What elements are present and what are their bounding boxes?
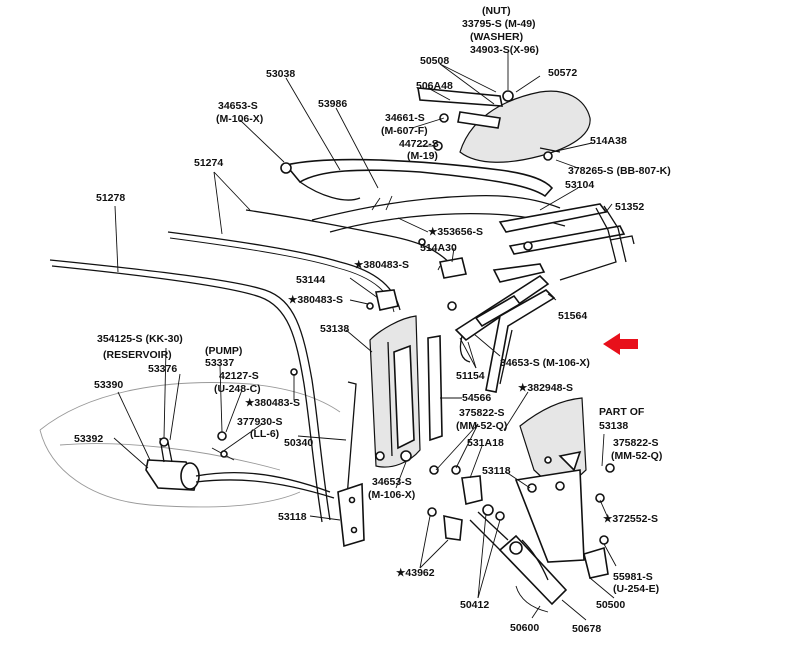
label-380483-b: ★380483-S <box>288 294 343 306</box>
side-bracket-right <box>461 397 587 563</box>
label-531A18: 531A18 <box>467 437 504 449</box>
bracket-53118-left <box>337 482 365 548</box>
label-353656: ★353656-S <box>428 226 483 238</box>
label-506A48: 506A48 <box>416 80 453 92</box>
label-washer-header: (WASHER) <box>470 31 523 43</box>
label-382948: ★382948-S <box>518 382 573 394</box>
label-51564: 51564 <box>558 310 587 322</box>
strip-54566 <box>427 335 443 442</box>
label-53138-b: 53138 <box>599 420 628 432</box>
part-labels: (NUT) 33795-S (M-49) (WASHER) 34903-S(X-… <box>74 5 671 635</box>
label-380483-a: ★380483-S <box>354 259 409 271</box>
label-part-of: PART OF <box>599 406 645 418</box>
label-377930: 377930-S <box>237 416 283 428</box>
label-m106x-top: (M-106-X) <box>216 113 263 125</box>
label-380483-c: ★380483-S <box>245 397 300 409</box>
label-51274: 51274 <box>194 157 223 169</box>
label-51278: 51278 <box>96 192 125 204</box>
label-50500: 50500 <box>596 599 625 611</box>
retainer-53144 <box>366 289 399 311</box>
label-514A30: 514A30 <box>420 242 457 254</box>
label-53986: 53986 <box>318 98 347 110</box>
label-34661: 34661-S <box>385 112 425 124</box>
cylinder-50500 <box>469 511 568 613</box>
label-50600: 50600 <box>510 622 539 634</box>
side-rail-51278 <box>49 259 331 523</box>
label-372552: ★372552-S <box>603 513 658 525</box>
label-34653-mid: 34653-S (M-106-X) <box>500 357 590 369</box>
fasteners <box>220 162 615 579</box>
label-354125: 354125-S (KK-30) <box>97 333 183 345</box>
label-50412: 50412 <box>460 599 489 611</box>
label-54566: 54566 <box>462 392 491 404</box>
label-50678: 50678 <box>572 623 601 635</box>
label-53392: 53392 <box>74 433 103 445</box>
label-reservoir: (RESERVOIR) <box>103 349 172 361</box>
label-pump: (PUMP) <box>205 345 242 357</box>
latch-assembly <box>417 87 591 163</box>
label-mm52q-a: (MM-52-Q) <box>456 420 507 432</box>
label-43962: ★43962 <box>396 567 435 579</box>
hinge-mechanism <box>447 263 550 363</box>
label-ll6: (LL-6) <box>250 428 279 440</box>
label-m607f: (M-607-F) <box>381 125 428 137</box>
label-44722: 44722-S <box>399 138 439 150</box>
label-53118-r: 53118 <box>482 465 511 477</box>
label-m106x-low: (M-106-X) <box>368 489 415 501</box>
label-378265: 378265-S (BB-807-K) <box>568 165 671 177</box>
label-53376: 53376 <box>148 363 177 375</box>
leader-lines <box>113 52 617 621</box>
label-mm52q-b: (MM-52-Q) <box>611 450 662 462</box>
label-53144: 53144 <box>296 274 325 286</box>
label-nut-header: (NUT) <box>482 5 511 17</box>
label-375822-a: 375822-S <box>459 407 505 419</box>
label-50572: 50572 <box>548 67 577 79</box>
label-51352: 51352 <box>615 201 644 213</box>
label-51154: 51154 <box>456 370 485 382</box>
label-53038: 53038 <box>266 68 295 80</box>
label-53337: 53337 <box>205 357 234 369</box>
label-514A38: 514A38 <box>590 135 627 147</box>
red-arrow-indicator <box>603 333 638 355</box>
hydraulic-pump-assembly <box>145 431 335 499</box>
label-34653-top: 34653-S <box>218 100 258 112</box>
label-55981: 55981-S <box>613 571 653 583</box>
top-linkage-53104 <box>498 203 635 281</box>
label-nut-part: 33795-S (M-49) <box>462 18 536 30</box>
label-53390: 53390 <box>94 379 123 391</box>
label-washer-part: 34903-S(X-96) <box>470 44 539 56</box>
label-53138: 53138 <box>320 323 349 335</box>
label-42127: 42127-S <box>219 370 259 382</box>
bar-51564 <box>485 289 556 393</box>
bracket-514A30 <box>439 257 467 279</box>
label-53104: 53104 <box>565 179 594 191</box>
label-u254e: (U-254-E) <box>613 583 659 595</box>
label-53118-l: 53118 <box>278 511 307 523</box>
label-50508: 50508 <box>420 55 449 67</box>
label-375822-b: 375822-S <box>613 437 659 449</box>
label-34653-low: 34653-S <box>372 476 412 488</box>
label-u248c: (U-248-C) <box>214 383 261 395</box>
pillar-53138 <box>369 315 421 468</box>
label-m19: (M-19) <box>407 150 438 162</box>
label-50340: 50340 <box>284 437 313 449</box>
